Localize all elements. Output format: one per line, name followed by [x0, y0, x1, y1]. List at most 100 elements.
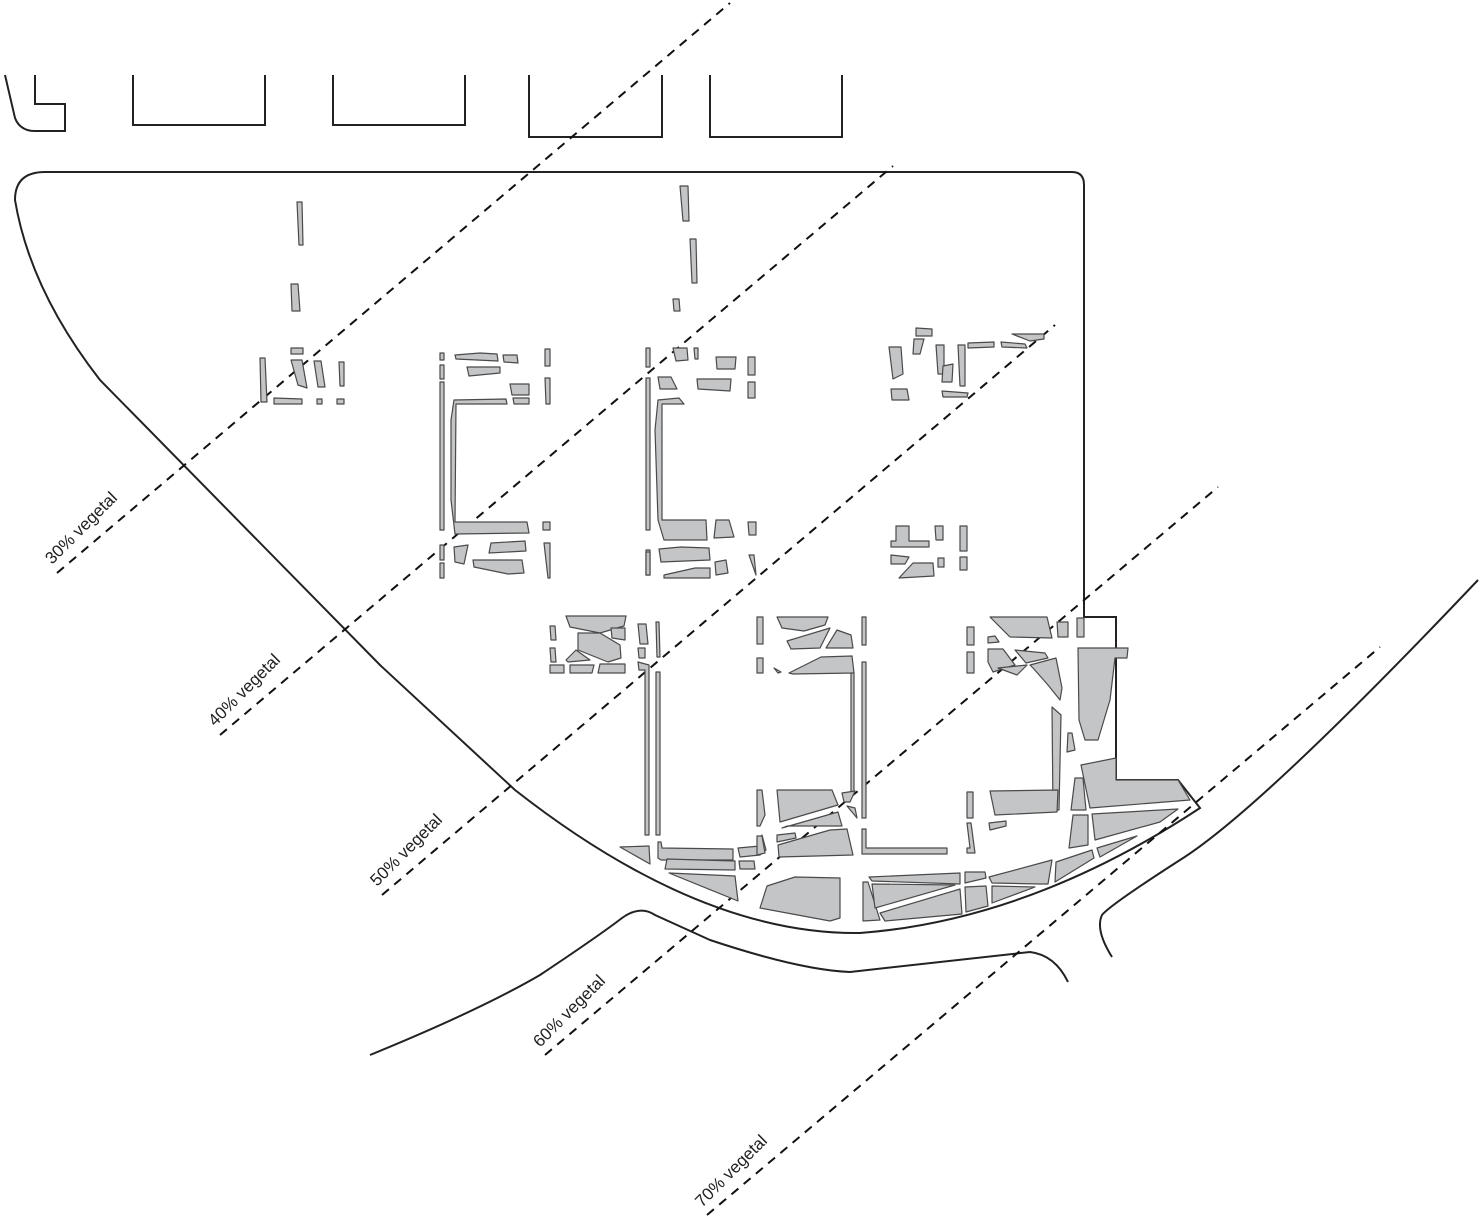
patch: [861, 661, 867, 819]
patch: [645, 347, 651, 368]
patch: [1070, 777, 1087, 811]
patch: [989, 789, 1059, 816]
patch: [259, 357, 268, 403]
patch: [654, 397, 708, 541]
patch: [786, 627, 831, 650]
road-bottom: [369, 909, 1069, 1056]
patch: [657, 376, 678, 390]
gradient-line-50: [381, 324, 1056, 896]
patch: [509, 383, 530, 396]
patch: [1051, 706, 1062, 811]
patch: [861, 616, 867, 646]
patch: [714, 559, 729, 576]
patch: [941, 363, 954, 383]
patch: [1054, 849, 1095, 883]
patch: [713, 519, 735, 539]
patch: [777, 828, 854, 858]
patch: [664, 858, 736, 871]
patch: [890, 554, 910, 565]
patch: [991, 885, 1036, 904]
patch: [776, 789, 839, 823]
patch: [637, 647, 646, 659]
patch: [577, 632, 622, 663]
patch: [756, 616, 764, 645]
patch: [934, 525, 944, 541]
patch: [454, 352, 499, 362]
patch: [655, 671, 661, 836]
patch: [645, 377, 651, 531]
patch: [542, 521, 551, 531]
patch: [672, 347, 689, 362]
patch: [898, 562, 935, 579]
patch: [966, 651, 975, 674]
patch: [466, 366, 501, 377]
patch: [756, 789, 766, 827]
patch: [747, 381, 756, 399]
patch: [439, 562, 445, 579]
patch: [472, 559, 525, 575]
patch: [316, 398, 323, 405]
patch: [637, 623, 649, 645]
gradient-line-30: [56, 2, 731, 574]
patch: [313, 360, 326, 388]
patch: [941, 390, 969, 398]
patch: [747, 521, 757, 536]
patch: [959, 525, 968, 552]
patch: [997, 664, 1028, 676]
patch: [290, 359, 308, 389]
patch: [290, 283, 301, 312]
building-2: [332, 75, 466, 126]
patch: [1029, 657, 1063, 701]
patch: [450, 398, 530, 535]
patch: [610, 627, 626, 641]
patch: [1000, 341, 1028, 349]
patch: [663, 567, 711, 579]
patch: [871, 883, 956, 909]
patch: [966, 791, 974, 819]
patch: [776, 832, 797, 843]
patch: [890, 388, 910, 401]
patch: [966, 626, 975, 646]
patch: [619, 845, 651, 865]
site-boundary: [13, 171, 1202, 935]
building-l-shape: [4, 74, 66, 132]
gradient-line-40: [219, 165, 894, 736]
patch: [439, 381, 445, 531]
patch: [439, 352, 445, 361]
patch: [1014, 649, 1049, 664]
patch: [915, 327, 933, 337]
patch: [715, 356, 737, 370]
patch: [696, 378, 732, 392]
patch: [488, 540, 527, 554]
patch: [747, 356, 756, 376]
patch: [912, 338, 925, 355]
existing-buildings: [4, 74, 843, 138]
patch: [788, 655, 855, 675]
patch: [338, 361, 345, 387]
patch: [738, 860, 756, 870]
gradient-line-70: [706, 646, 1381, 1216]
patch: [841, 790, 856, 803]
patch: [1056, 621, 1069, 638]
patch: [597, 663, 626, 674]
patch: [549, 647, 557, 663]
patch: [336, 398, 345, 405]
patch: [543, 542, 551, 579]
patch: [987, 635, 1000, 644]
patch: [668, 872, 739, 902]
patch: [937, 557, 945, 568]
patch: [861, 828, 948, 855]
patch: [781, 811, 843, 829]
road-right: [1099, 579, 1479, 958]
patch: [756, 657, 764, 674]
patch: [569, 664, 595, 674]
patch: [290, 347, 304, 355]
patch: [549, 625, 557, 641]
patch: [679, 185, 690, 222]
patch: [544, 348, 551, 367]
building-4: [709, 75, 843, 138]
patch: [988, 859, 1053, 885]
patch: [964, 885, 989, 913]
patch: [672, 298, 681, 312]
